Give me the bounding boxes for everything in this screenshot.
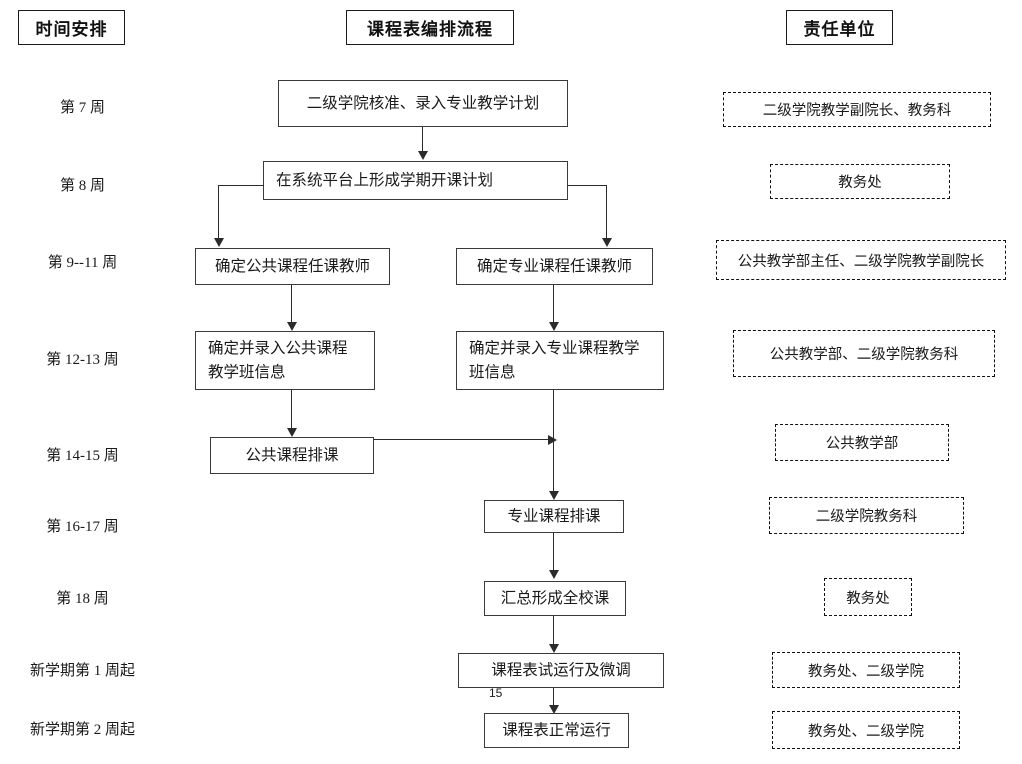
header-responsible-unit: 责任单位 <box>786 10 893 45</box>
page-number: 15 <box>489 686 503 700</box>
time-label-week-14-15: 第 14-15 周 <box>46 448 119 464</box>
connector-step3left-to-step4left-line <box>291 285 293 323</box>
time-label-week-9-11: 第 9--11 周 <box>47 255 118 271</box>
process-step-2[interactable]: 在系统平台上形成学期开课计划 <box>263 161 568 200</box>
process-step-1[interactable]: 二级学院核准、录入专业教学计划 <box>278 80 568 127</box>
connector-step1-to-step2-arrow <box>418 151 428 160</box>
connector-step7-to-step8-line <box>553 616 555 645</box>
process-step-2-label: 在系统平台上形成学期开课计划 <box>276 171 494 189</box>
responsible-unit-1-label: 二级学院教学副院长、教务科 <box>762 103 952 119</box>
process-step-8-trial-run[interactable]: 课程表试运行及微调 <box>458 653 664 688</box>
connector-step5-merge-horizontal <box>374 439 549 441</box>
connector-step3right-to-step4right-line <box>553 285 555 323</box>
connector-step3left-to-step4left-arrow <box>287 322 297 331</box>
responsible-unit-2: 教务处 <box>770 164 950 199</box>
connector-step6-to-step7-arrow <box>549 570 559 579</box>
responsible-unit-2-label: 教务处 <box>838 175 882 191</box>
responsible-unit-5: 公共教学部 <box>775 424 949 461</box>
process-step-7-school-wide-summary[interactable]: 汇总形成全校课 <box>484 581 626 616</box>
connector-step1-to-step2-line <box>422 127 424 152</box>
connector-step6-to-step7-line <box>553 533 555 571</box>
process-step-4-public-class-info-line1: 确定并录入公共课程 <box>208 340 348 358</box>
connector-step8-to-step9-arrow <box>549 705 559 714</box>
responsible-unit-8-label: 教务处、二级学院 <box>808 663 924 680</box>
responsible-unit-8: 教务处、二级学院 <box>772 652 960 688</box>
responsible-unit-6: 二级学院教务科 <box>769 497 964 534</box>
process-step-4-public-class-info[interactable]: 确定并录入公共课程 教学班信息 <box>195 331 375 390</box>
connector-step8-to-step9-line <box>553 688 555 706</box>
connector-step2-branch-left-vertical <box>218 185 220 239</box>
process-step-3-major-teacher[interactable]: 确定专业课程任课教师 <box>456 248 653 285</box>
process-step-4-major-class-info-line2: 班信息 <box>469 363 516 381</box>
header-process: 课程表编排流程 <box>346 10 514 45</box>
connector-step5-merge-arrow <box>548 435 557 445</box>
connector-step2-branch-left-arrow <box>214 238 224 247</box>
process-step-3-public-teacher[interactable]: 确定公共课程任课教师 <box>195 248 390 285</box>
connector-step3right-to-step4right-arrow <box>549 322 559 331</box>
process-step-4-public-class-info-line2: 教学班信息 <box>208 363 286 381</box>
time-label-week-16-17: 第 16-17 周 <box>46 519 119 535</box>
process-step-8-trial-run-label: 课程表试运行及微调 <box>491 661 631 679</box>
connector-step2-branch-left-horizontal <box>218 185 264 187</box>
header-schedule-time-label: 时间安排 <box>35 20 108 39</box>
time-label-week-12-13: 第 12-13 周 <box>46 352 119 368</box>
responsible-unit-3-label: 公共教学部主任、二级学院教学副院长 <box>737 253 985 270</box>
process-step-3-major-teacher-label: 确定专业课程任课教师 <box>476 257 632 275</box>
connector-step4right-to-step6-arrow <box>549 491 559 500</box>
process-step-9-normal-operation-label: 课程表正常运行 <box>502 721 611 739</box>
header-process-label: 课程表编排流程 <box>367 20 493 39</box>
connector-step4left-to-step5-line <box>291 390 293 429</box>
header-schedule-time: 时间安排 <box>18 10 125 45</box>
process-step-5-public-scheduling-label: 公共课程排课 <box>245 446 339 464</box>
responsible-unit-1: 二级学院教学副院长、教务科 <box>723 92 991 127</box>
time-label-week-8: 第 8 周 <box>59 178 105 194</box>
process-step-3-public-teacher-label: 确定公共课程任课教师 <box>214 257 370 275</box>
process-step-1-label: 二级学院核准、录入专业教学计划 <box>306 94 540 112</box>
process-step-6-major-scheduling[interactable]: 专业课程排课 <box>484 500 624 533</box>
time-label-new-term-week-1: 新学期第 1 周起 <box>29 663 135 679</box>
time-label-new-term-week-2: 新学期第 2 周起 <box>29 722 135 738</box>
process-step-5-public-scheduling[interactable]: 公共课程排课 <box>210 437 374 474</box>
connector-step4left-to-step5-arrow <box>287 428 297 437</box>
time-label-week-18: 第 18 周 <box>56 591 109 607</box>
responsible-unit-4-label: 公共教学部、二级学院教务科 <box>769 347 959 363</box>
responsible-unit-4: 公共教学部、二级学院教务科 <box>733 330 995 377</box>
connector-step2-branch-right-vertical <box>606 185 608 239</box>
responsible-unit-7: 教务处 <box>824 578 912 616</box>
responsible-unit-3: 公共教学部主任、二级学院教学副院长 <box>716 240 1006 280</box>
connector-step2-branch-right-horizontal <box>567 185 607 187</box>
process-step-4-major-class-info[interactable]: 确定并录入专业课程教学 班信息 <box>456 331 664 390</box>
responsible-unit-9-label: 教务处、二级学院 <box>808 723 924 740</box>
responsible-unit-7-label: 教务处 <box>846 590 890 607</box>
connector-step2-branch-right-arrow <box>602 238 612 247</box>
responsible-unit-9: 教务处、二级学院 <box>772 711 960 749</box>
process-step-6-major-scheduling-label: 专业课程排课 <box>507 507 601 525</box>
responsible-unit-6-label: 二级学院教务科 <box>815 509 918 525</box>
process-step-9-normal-operation[interactable]: 课程表正常运行 <box>484 713 629 748</box>
process-step-7-school-wide-summary-label: 汇总形成全校课 <box>500 589 610 607</box>
time-label-week-7: 第 7 周 <box>59 100 105 116</box>
header-responsible-unit-label: 责任单位 <box>803 20 876 39</box>
connector-step7-to-step8-arrow <box>549 644 559 653</box>
process-step-4-major-class-info-line1: 确定并录入专业课程教学 <box>469 340 640 358</box>
responsible-unit-5-label: 公共教学部 <box>825 436 899 452</box>
